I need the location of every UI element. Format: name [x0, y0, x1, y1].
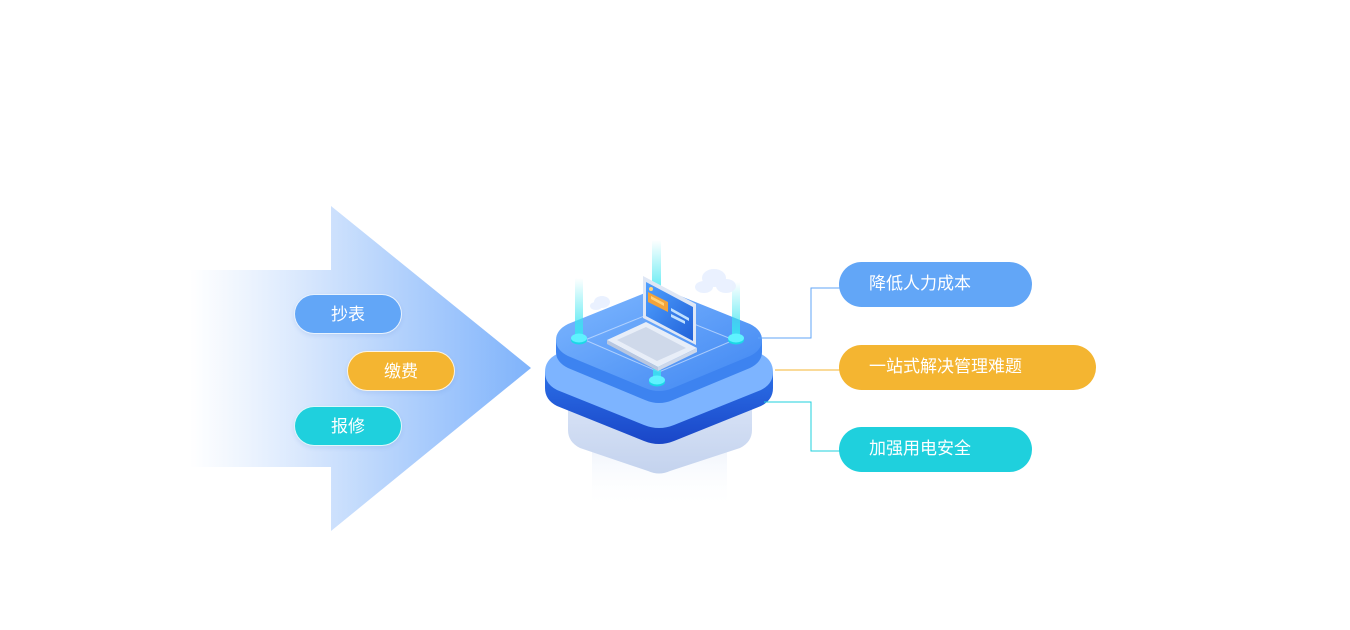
output-pill-one-stop-solution: 一站式解决管理难题 — [839, 345, 1096, 390]
output-pill-electrical-safety: 加强用电安全 — [839, 427, 1032, 472]
input-pill-payment: 缴费 — [347, 351, 455, 391]
input-pill-repair: 报修 — [294, 406, 402, 446]
output-pill-reduce-labor-cost: 降低人力成本 — [839, 262, 1032, 307]
input-pill-meter-reading: 抄表 — [294, 294, 402, 334]
